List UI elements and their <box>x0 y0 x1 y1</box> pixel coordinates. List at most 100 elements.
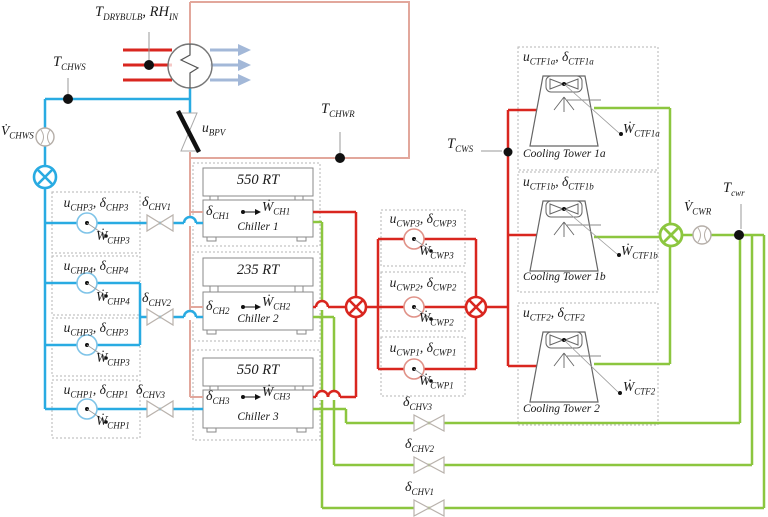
chv1-valve-label: δCHV1 <box>142 195 172 212</box>
condenser-return-pipes <box>313 106 766 510</box>
chv2-valve-icon <box>146 307 174 327</box>
chp-pump-3b-icon <box>76 334 108 360</box>
mixer-icons <box>32 164 684 319</box>
cwp-pump-1-icon <box>403 358 433 383</box>
ubpv-label: uBPV <box>202 120 226 138</box>
flow-meter-icons <box>35 127 712 245</box>
chiller-3-delta: δCH3 <box>206 389 230 406</box>
tower-1a-power: ẆCTF1a <box>623 121 660 139</box>
cooling-tower-symbols <box>529 75 623 403</box>
chp-pump-1-icon <box>76 398 108 424</box>
chp-pump-4-label: uCHP4, δCHP4 <box>63 258 129 276</box>
chp-pump-box-1 <box>51 191 141 254</box>
sensor-points <box>63 32 744 240</box>
tower-1a-label: uCTF1a, δCTF1a <box>523 49 594 67</box>
chiller-1-power: ẆCH1 <box>262 199 291 217</box>
chp-pump-box-3 <box>51 317 141 377</box>
tower-return-mixer-icon <box>658 222 684 248</box>
chp-pump-icons <box>76 212 108 424</box>
chiller-1-box <box>192 162 321 247</box>
chiller-power-arrows <box>241 209 261 400</box>
chv3-valve-label: δCHV3 <box>136 383 166 400</box>
air-arrow-icon <box>238 59 251 71</box>
tower-1b-label: uCTF1b, δCTF1b <box>523 174 594 192</box>
chp-pump-3a-icon <box>76 212 108 238</box>
tower-1b-name: Cooling Tower 1b <box>523 271 606 283</box>
chp-pump-3b-label: uCHP3, δCHP3 <box>63 320 129 338</box>
chv1-valve-icon <box>146 213 174 233</box>
tcws-label: TCWS <box>447 136 474 154</box>
cwp-pump-1-power: ẆCWP1 <box>419 373 454 391</box>
cooling-tower-1b-symbol <box>529 200 621 272</box>
cwp-pump-2-icon <box>403 296 433 321</box>
cwv3-valve-label: δCHV3 <box>403 395 433 412</box>
tower-1a-name: Cooling Tower 1a <box>523 148 606 160</box>
bypass-valve-icon <box>175 109 202 154</box>
cwp-pump-2-power: ẆCWP2 <box>419 310 454 328</box>
cwv2-valve-label: δCHV2 <box>405 437 435 454</box>
cwp-pump-box-1 <box>380 336 466 397</box>
tower-2-power: ẆCTF2 <box>623 379 656 397</box>
vchws-label: V̇CHWS <box>1 123 34 141</box>
chiller-3-power: ẆCH3 <box>262 384 291 402</box>
cwp-pump-box-2 <box>380 271 466 332</box>
cwv1-valve-icon <box>413 499 445 517</box>
tchws-label: TCHWS <box>53 54 86 72</box>
air-coil <box>123 43 251 89</box>
chp-pump-3a-power: ẆCHP3 <box>96 228 130 246</box>
condenser-mixer-left-icon <box>344 295 368 319</box>
cwv2-valve-icon <box>413 456 445 474</box>
cooling-tower-1b-box <box>517 171 659 293</box>
chiller-bodies <box>202 167 314 433</box>
cooling-tower-2-symbol <box>529 331 622 403</box>
tcws-sensor-dot <box>503 147 513 157</box>
chws-flow-meter-icon <box>35 127 55 147</box>
cwp-pump-1-label: uCWP1, δCWP1 <box>389 340 457 358</box>
vcwr-label: V̇CWR <box>684 199 712 217</box>
cwp-pump-3-power: ẆCWP3 <box>419 243 454 261</box>
tcwr-label: Tcwr <box>723 180 745 198</box>
tcwr-sensor-dot <box>734 230 744 240</box>
chp-pump-1-label: uCHP1, δCHP1 <box>63 382 129 400</box>
chp-pump-1-power: ẆCHP1 <box>96 413 130 431</box>
chp-pump-3b-power: ẆCHP3 <box>96 350 130 368</box>
tower-2-label: uCTF2, δCTF2 <box>523 305 585 323</box>
tower-1b-power: ẆCTF1b <box>621 243 658 261</box>
tchwr-sensor-dot <box>335 153 345 163</box>
air-arrow-icon <box>238 74 251 86</box>
chv3-valve-icon <box>146 399 174 419</box>
tchwr-label: TCHWR <box>321 101 355 119</box>
air-inlet-label: TDRYBULB, RHIN <box>95 4 179 22</box>
tchws-sensor-dot <box>63 94 73 104</box>
valve-icons <box>146 213 445 517</box>
chiller-1-capacity: 550 RT <box>236 172 280 188</box>
chiller-3-name: Chiller 3 <box>237 411 279 423</box>
chiller-2-name: Chiller 2 <box>237 313 279 325</box>
air-sensor-dot <box>144 60 154 70</box>
cooling-tower-1a-symbol <box>529 75 623 147</box>
chiller-2-capacity: 235 RT <box>236 262 280 278</box>
cwp-pump-3-icon <box>403 228 433 253</box>
chv2-valve-label: δCHV2 <box>142 291 172 308</box>
chp-pump-3a-label: uCHP3, δCHP3 <box>63 195 129 213</box>
tower-2-name: Cooling Tower 2 <box>523 403 600 415</box>
chilled-mixer-icon <box>32 164 58 190</box>
air-arrow-icon <box>238 44 251 56</box>
cwp-pump-2-label: uCWP2, δCWP2 <box>389 275 457 293</box>
chiller-2-delta: δCH2 <box>206 299 230 316</box>
chiller-3-capacity: 550 RT <box>236 362 280 378</box>
chp-pump-4-icon <box>76 272 108 298</box>
chiller-1-delta: δCH1 <box>206 204 230 221</box>
chiller-1-name: Chiller 1 <box>237 221 279 233</box>
load-return-pipes <box>189 1 410 398</box>
cwp-pump-icons <box>403 228 433 383</box>
cwv1-valve-label: δCHV1 <box>405 480 435 497</box>
pipe-crossing-jumps <box>182 215 342 400</box>
chiller-2-power: ẆCH2 <box>262 294 291 312</box>
chp-pump-4-power: ẆCHP4 <box>96 289 130 307</box>
cwr-flow-meter-icon <box>692 225 712 245</box>
condenser-mixer-right-icon <box>464 295 488 319</box>
cwv3-valve-icon <box>413 414 445 432</box>
